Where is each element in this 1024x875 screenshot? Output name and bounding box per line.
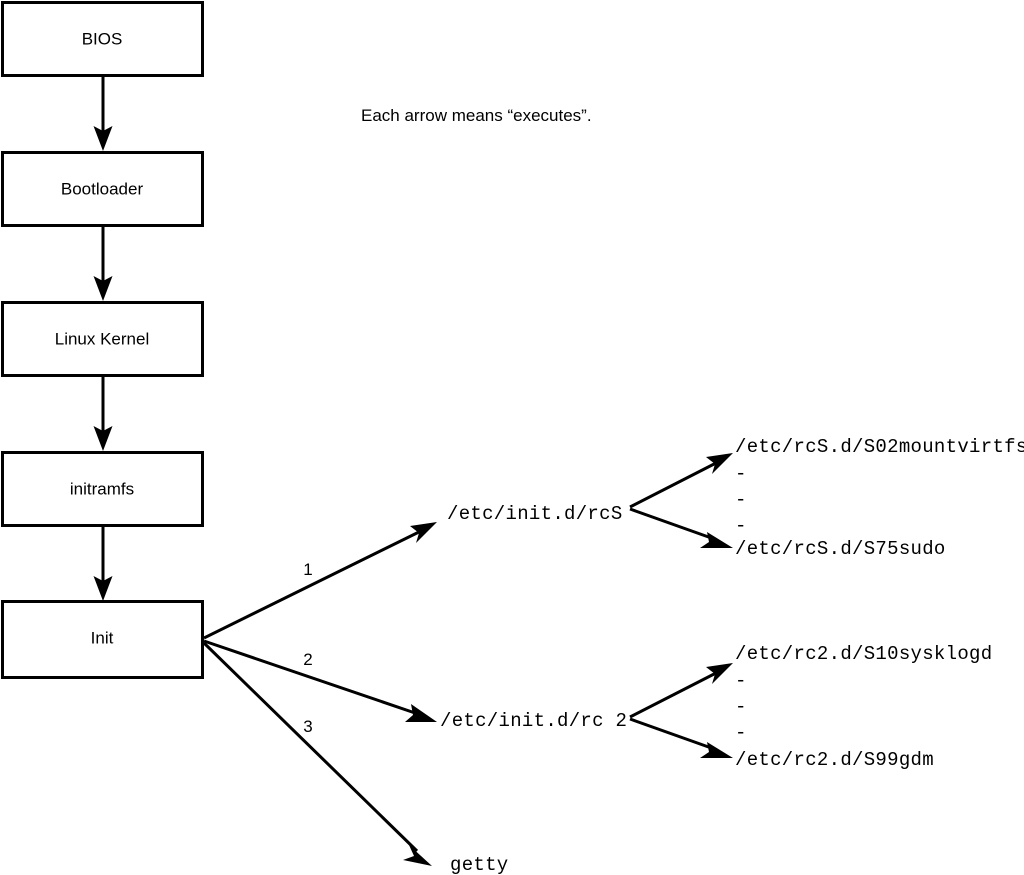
stage-box-kernel[interactable]: Linux Kernel bbox=[1, 301, 204, 377]
script-label-rc2-first: /etc/rc2.d/S10sysklogd bbox=[735, 643, 992, 665]
arrow-head-icon bbox=[405, 704, 437, 722]
edge-number-3: 3 bbox=[303, 717, 312, 736]
arrow-head-icon bbox=[403, 845, 432, 866]
arrow-head-icon bbox=[706, 663, 733, 684]
arrow-init-to-rc2 bbox=[203, 639, 437, 722]
node-label-rc2: /etc/init.d/rc 2 bbox=[440, 710, 627, 732]
stage-box-initramfs-label: initramfs bbox=[70, 479, 134, 498]
arrow-kernel-to-initramfs bbox=[93, 376, 113, 451]
node-label-rcs: /etc/init.d/rcS bbox=[447, 503, 623, 525]
edge-number-2: 2 bbox=[303, 650, 312, 669]
arrow-rc2-to-first-script bbox=[629, 663, 733, 719]
script-label-rc2-last: /etc/rc2.d/S99gdm bbox=[735, 749, 934, 771]
script-label-rcs-first: /etc/rcS.d/S02mountvirtfs bbox=[735, 436, 1024, 458]
arrow-init-to-getty bbox=[202, 641, 432, 866]
arrow-rc2-to-last-script bbox=[629, 717, 733, 758]
diagram-caption: Each arrow means “executes”. bbox=[361, 106, 592, 125]
script-label-rcs-last: /etc/rcS.d/S75sudo bbox=[735, 538, 946, 560]
stage-box-init[interactable]: Init bbox=[1, 600, 204, 679]
ellipsis-dot-rc2-1: - bbox=[735, 670, 746, 692]
stage-box-initramfs[interactable]: initramfs bbox=[1, 451, 204, 527]
stage-box-bios-rect bbox=[1, 1, 204, 77]
arrow-head-icon bbox=[93, 576, 113, 601]
stage-box-bios[interactable]: BIOS bbox=[1, 1, 204, 77]
ellipsis-dot-rcs-3: - bbox=[735, 515, 746, 537]
arrow-head-icon bbox=[700, 532, 733, 548]
arrow-initramfs-to-init bbox=[93, 526, 113, 601]
stage-box-bootloader-rect bbox=[1, 151, 204, 227]
ellipsis-dot-rc2-2: - bbox=[735, 696, 746, 718]
ellipsis-dot-rcs-2: - bbox=[735, 489, 746, 511]
ellipsis-dot-rc2-3: - bbox=[735, 722, 746, 744]
arrow-head-icon bbox=[93, 426, 113, 451]
arrow-init-to-rcs bbox=[203, 522, 437, 640]
arrow-head-icon bbox=[700, 742, 733, 758]
stage-box-initramfs-rect bbox=[1, 451, 204, 527]
stage-box-kernel-rect bbox=[1, 301, 204, 377]
arrow-head-icon bbox=[93, 276, 113, 301]
ellipsis-dot-rcs-1: - bbox=[735, 463, 746, 485]
arrow-rcs-to-first-script bbox=[629, 453, 733, 509]
arrow-bootloader-to-kernel bbox=[93, 226, 113, 301]
edge-number-1: 1 bbox=[303, 560, 312, 579]
stage-box-bootloader[interactable]: Bootloader bbox=[1, 151, 204, 227]
stage-box-bootloader-label: Bootloader bbox=[61, 179, 144, 198]
arrow-head-icon bbox=[410, 522, 437, 543]
arrow-rcs-to-last-script bbox=[629, 507, 733, 548]
stage-box-kernel-label: Linux Kernel bbox=[55, 329, 150, 348]
arrow-head-icon bbox=[93, 126, 113, 151]
arrow-head-icon bbox=[706, 453, 733, 474]
stage-box-init-rect bbox=[1, 600, 204, 679]
arrow-bios-to-bootloader bbox=[93, 76, 113, 151]
stage-box-init-label: Init bbox=[91, 628, 114, 647]
node-label-getty: getty bbox=[450, 854, 509, 875]
stage-box-bios-label: BIOS bbox=[82, 29, 123, 48]
